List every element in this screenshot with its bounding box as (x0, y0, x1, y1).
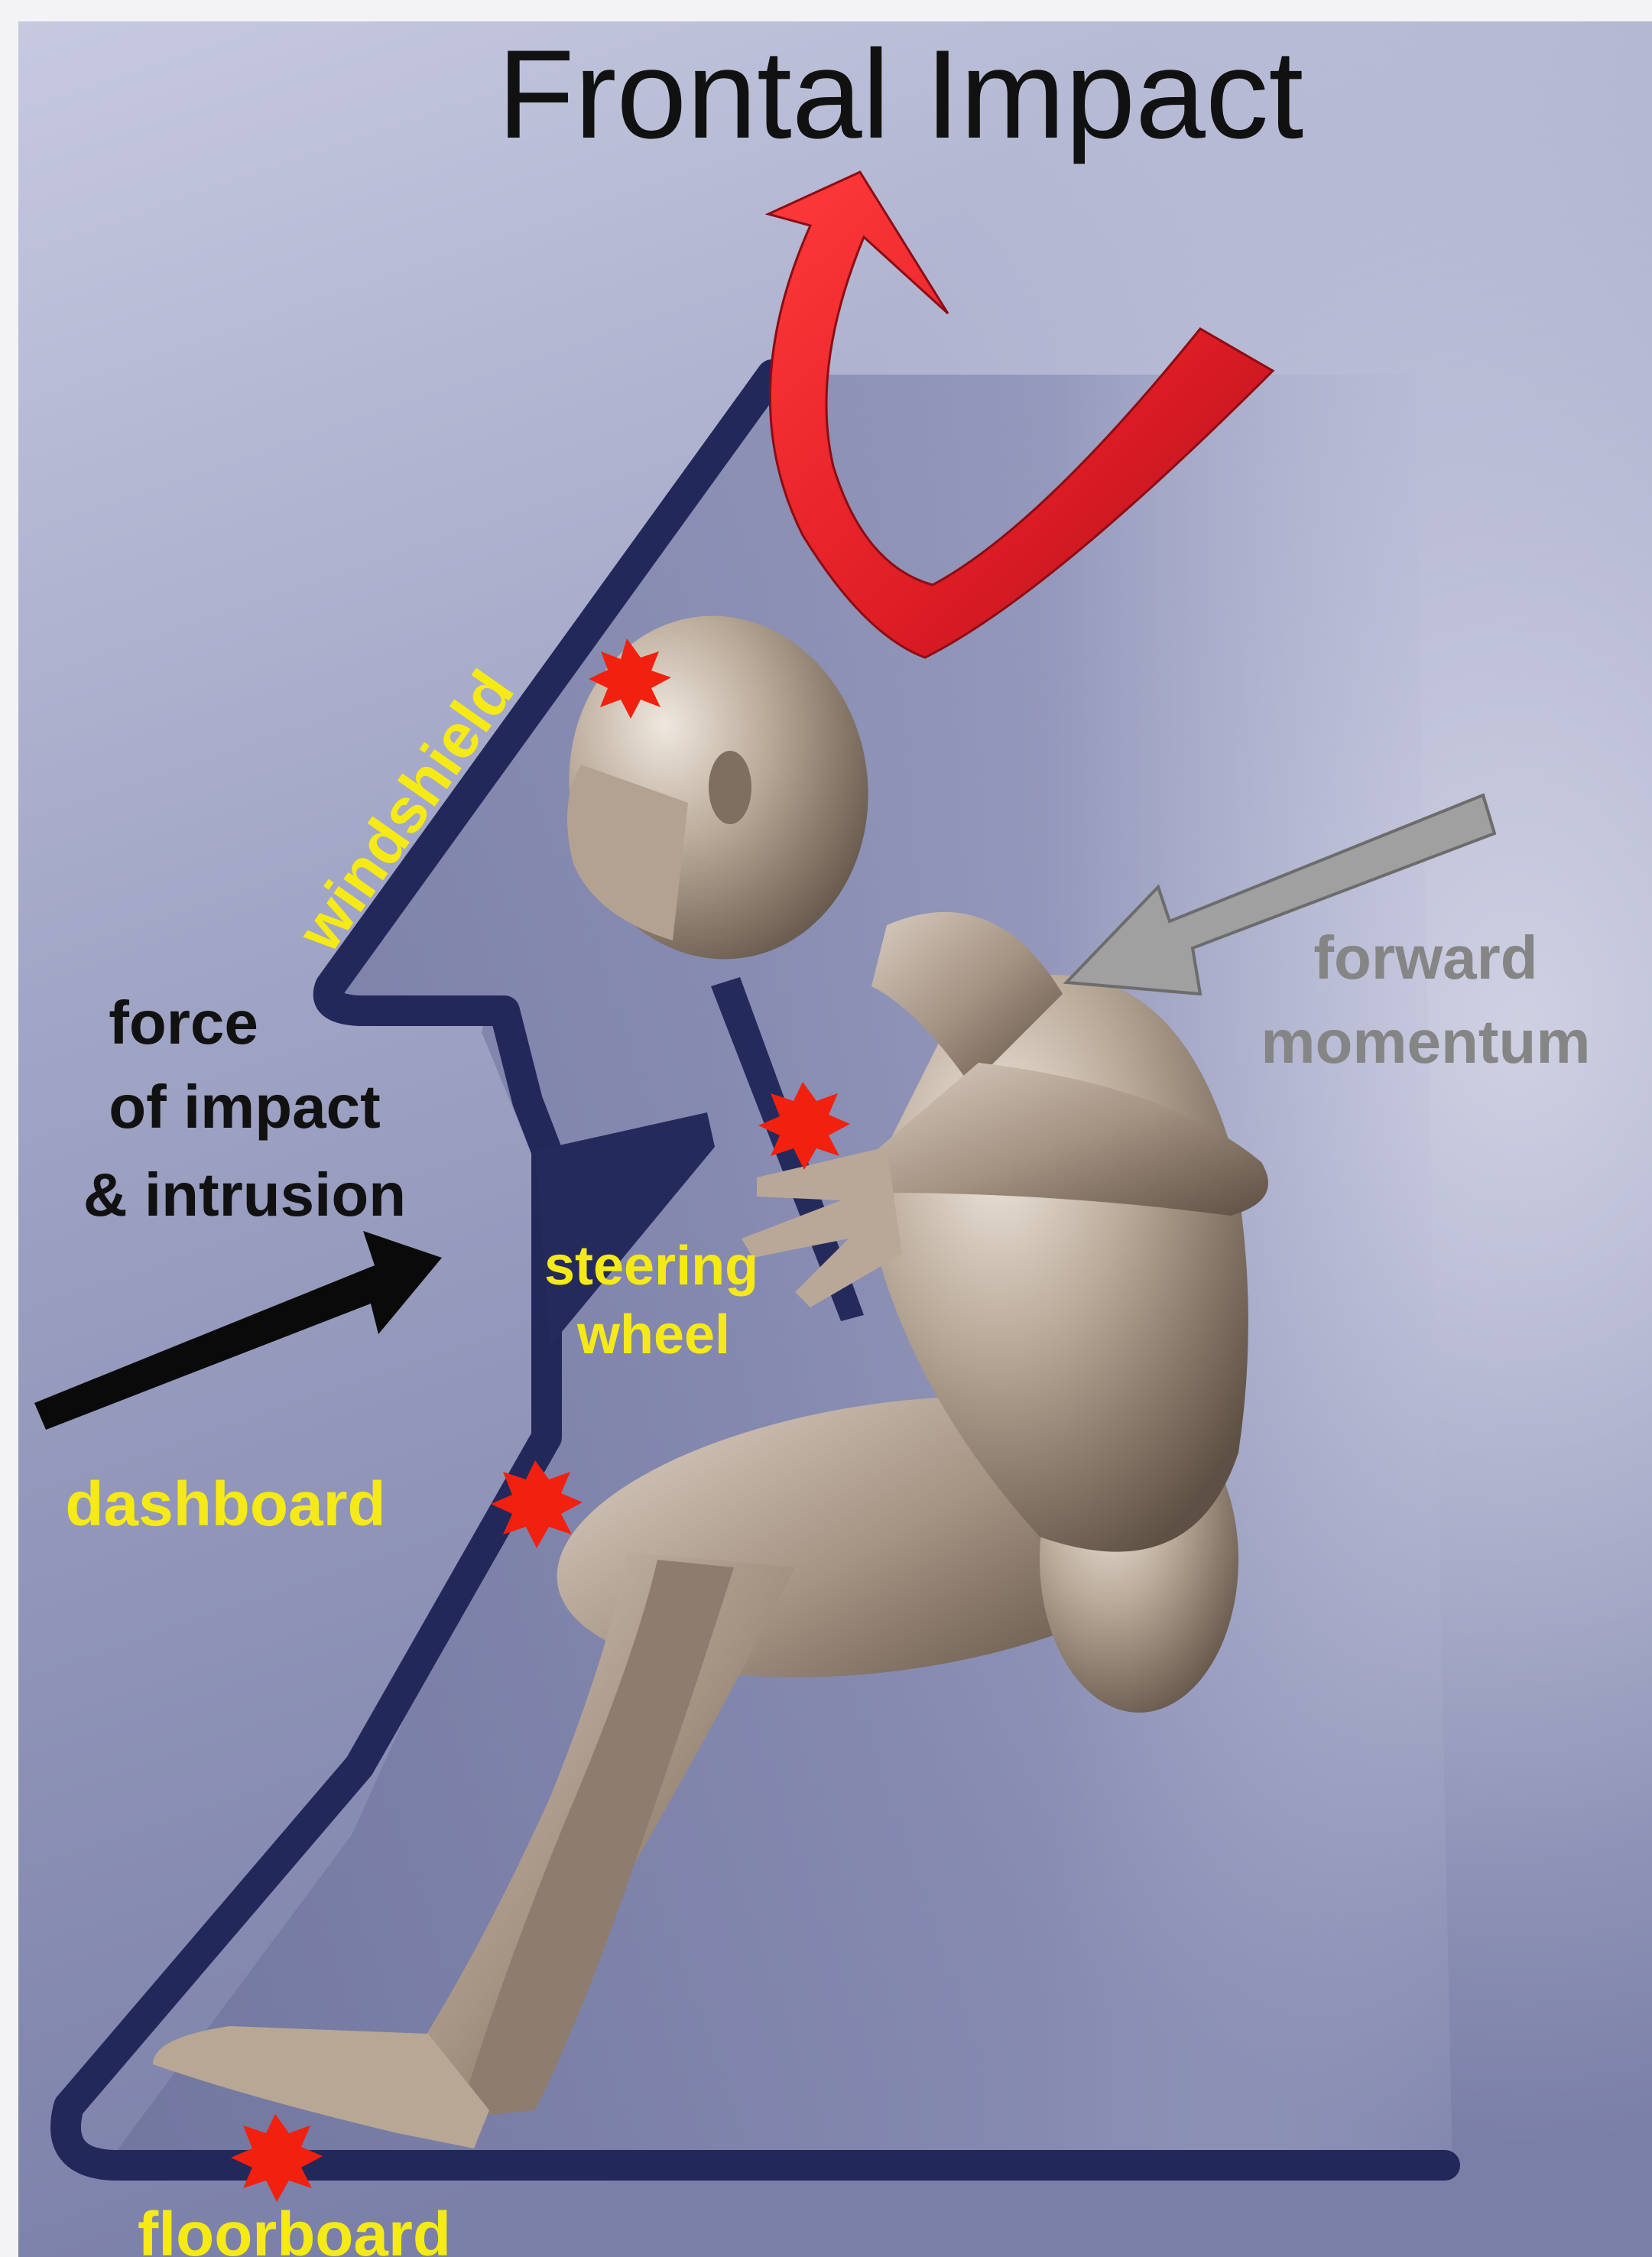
floorboard-label: floorboard (138, 2200, 451, 2257)
momentum-label-line2: momentum (1261, 1008, 1590, 1076)
steering-label-line1: steering (544, 1236, 758, 1297)
ear (709, 751, 751, 824)
momentum-label-line1: forward (1313, 924, 1537, 992)
force-label-line3: & intrusion (83, 1161, 406, 1229)
steering-label-line2: wheel (576, 1304, 730, 1366)
diagram-title: Frontal Impact (498, 24, 1304, 164)
force-label-line2: of impact (109, 1073, 381, 1141)
force-label-line1: force (109, 989, 258, 1057)
dashboard-label: dashboard (65, 1469, 385, 1539)
